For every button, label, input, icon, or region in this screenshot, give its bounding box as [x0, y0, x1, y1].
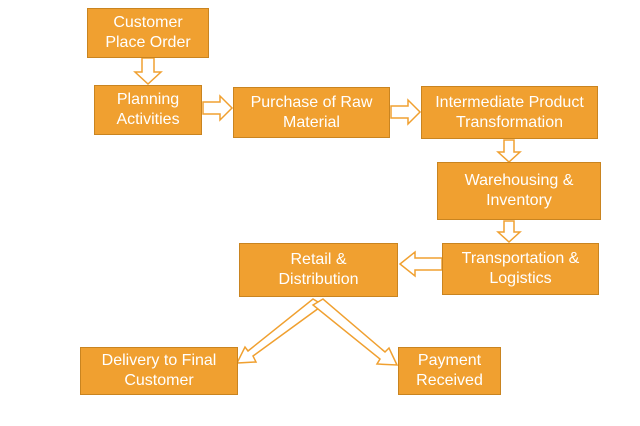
- node-payment-received: Payment Received: [398, 347, 501, 395]
- arrow-intermediate-to-warehousing: [496, 139, 522, 164]
- node-customer-place-order: Customer Place Order: [87, 8, 209, 58]
- arrow-order-to-planning: [133, 57, 163, 86]
- node-delivery-to-final-customer: Delivery to Final Customer: [80, 347, 238, 395]
- arrow-warehousing-to-transportation: [496, 220, 522, 244]
- arrow-retail-to-payment: [311, 298, 399, 366]
- arrow-transportation-to-retail: [398, 250, 443, 278]
- node-purchase-raw-material: Purchase of Raw Material: [233, 87, 390, 138]
- node-planning-activities: Planning Activities: [94, 85, 202, 135]
- node-warehousing-inventory: Warehousing & Inventory: [437, 162, 601, 220]
- arrow-purchase-to-intermediate: [390, 98, 422, 126]
- arrow-planning-to-purchase: [202, 94, 234, 122]
- node-transportation-logistics: Transportation & Logistics: [442, 243, 599, 295]
- node-retail-distribution: Retail & Distribution: [239, 243, 398, 297]
- arrow-retail-to-delivery: [235, 298, 325, 364]
- node-intermediate-product-transformation: Intermediate Product Transformation: [421, 86, 598, 139]
